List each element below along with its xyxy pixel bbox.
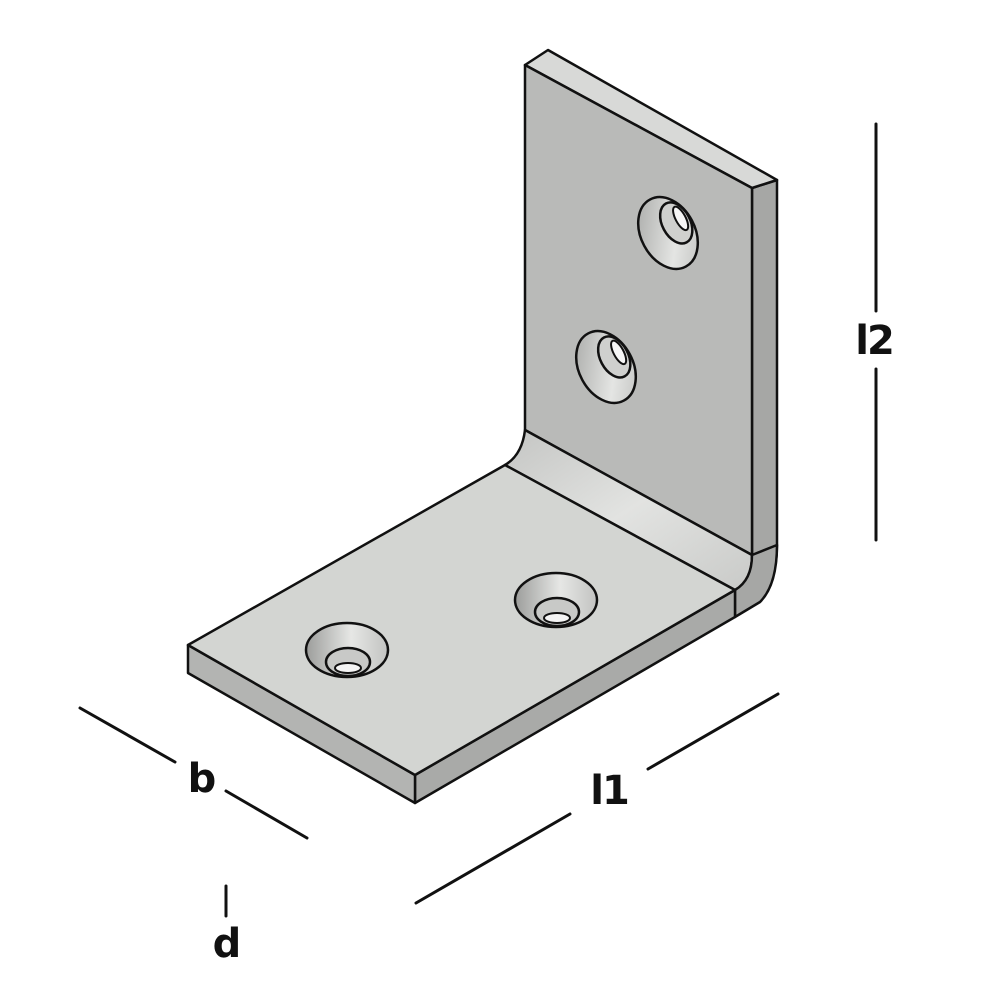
dim-line-b-left — [78, 706, 177, 764]
dim-line-b-right — [224, 789, 309, 840]
bend — [503, 428, 779, 619]
dimension-label-l1: l1 — [590, 768, 630, 814]
dim-line-l1-upper — [646, 692, 780, 771]
hole-horizontal-1 — [304, 621, 390, 679]
bend-side-face — [733, 543, 779, 619]
hole-vertical-2 — [574, 329, 638, 405]
horizontal-leg-top-face — [186, 463, 737, 777]
dimension-label-d: d — [212, 921, 242, 967]
vertical-leg — [523, 48, 779, 600]
dimension-lines — [78, 122, 878, 918]
hole-vertical-1 — [636, 195, 700, 271]
horizontal-leg — [186, 463, 737, 805]
hole-horizontal-2 — [513, 571, 599, 629]
dim-line-l1-lower — [414, 812, 572, 905]
dimension-label-l2: l2 — [855, 318, 895, 364]
dimension-label-b: b — [187, 756, 217, 802]
